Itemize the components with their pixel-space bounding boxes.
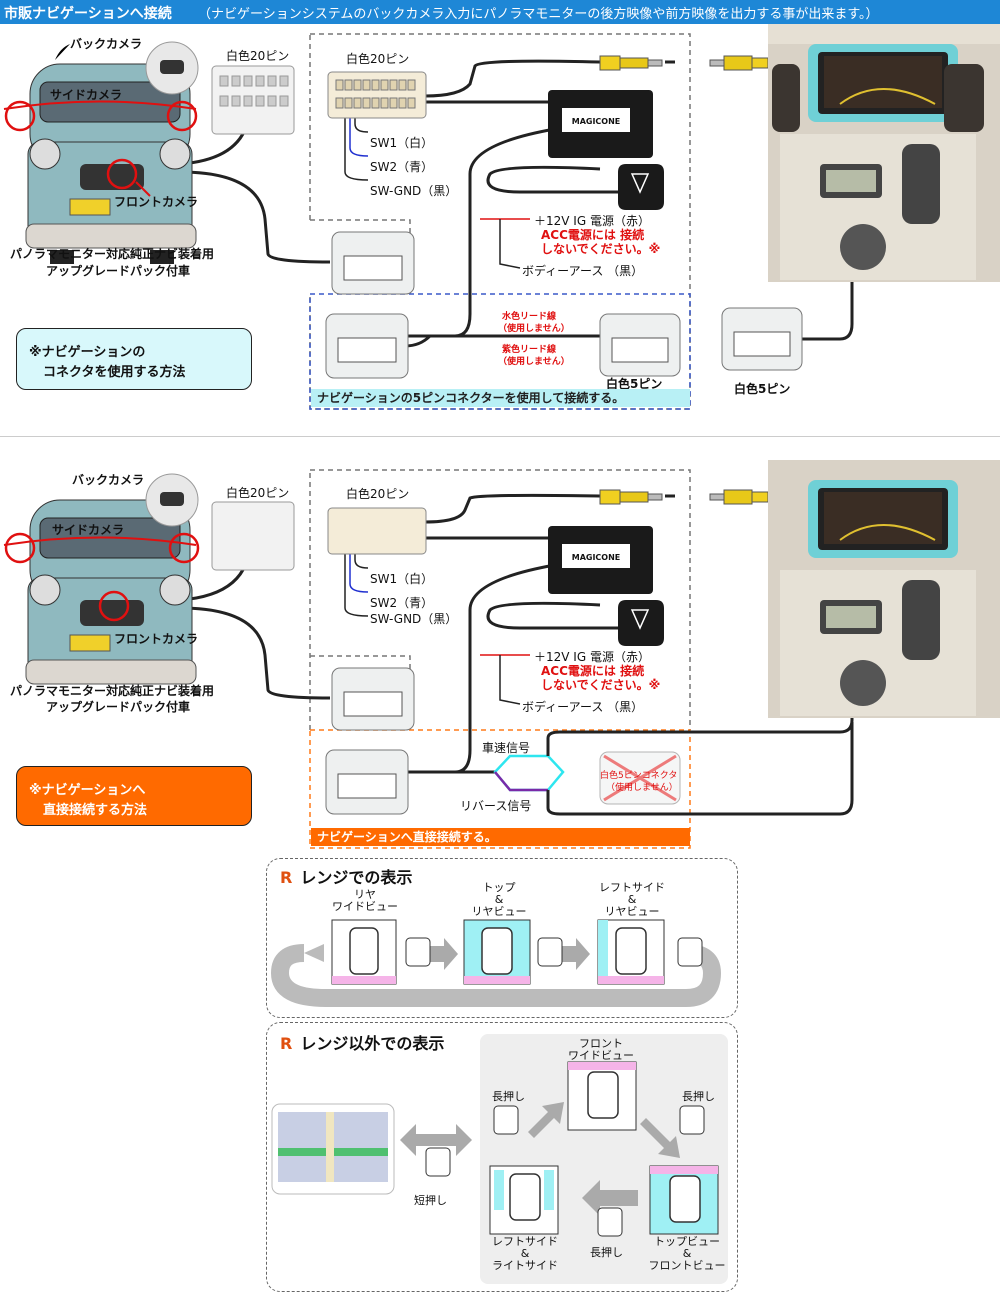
front-wide-caption: フロント ワイドビュー [568, 1037, 634, 1062]
acc-warning2-2: しないでください。※ [541, 678, 661, 692]
r-range-flow-svg [270, 919, 722, 1007]
note1-line1: ※ナビゲーションの [29, 345, 146, 360]
svg-text:MAGICONE: MAGICONE [572, 117, 621, 126]
note-method-2: ※ナビゲーションへ 直接接続する方法 [16, 766, 252, 826]
svg-text:MAGICONE: MAGICONE [572, 553, 621, 562]
header-title: 市販ナビゲーションへ接続 [4, 6, 172, 22]
sw2-label-2: SW2（青） [370, 596, 434, 610]
back-camera-label: バックカメラ [70, 37, 143, 51]
long-press-left: 長押し [492, 1090, 525, 1103]
section1-wiring-svg: MAGICONE [3, 24, 1000, 410]
car-caption-line2: アップグレードパック付車 [46, 264, 191, 278]
lead-purple-1: 紫色リード線 [502, 345, 557, 355]
header-subtitle: （ナビゲーションシステムのバックカメラ入力にパノラマモニターの後方映像や前方映像… [198, 7, 879, 22]
power-label-2: ＋12V IG 電源（赤） [534, 650, 650, 664]
white5-a-label: 白色5ピン [606, 377, 663, 391]
acc-warning2-1: ACC電源には 接続 [541, 664, 645, 678]
body-earth-label-2: ボディーアース （黒） [522, 700, 644, 714]
sw1-label-2: SW1（白） [370, 572, 434, 586]
note1-line2: コネクタを使用する方法 [43, 365, 186, 380]
car-illustration-1 [3, 44, 198, 264]
note2-line2: 直接接続する方法 [43, 803, 148, 818]
section2-wiring-svg: MAGICONE [3, 460, 1000, 849]
non-r-range-flow-svg [271, 1034, 728, 1284]
long-press-right: 長押し [682, 1090, 715, 1103]
swgnd-label: SW-GND（黒） [370, 184, 458, 198]
acc-warning-1: ACC電源には 接続 [541, 228, 645, 242]
body-earth-label: ボディーアース （黒） [522, 264, 644, 278]
acc-warning-2: しないでください。※ [541, 242, 661, 256]
speed-signal-label: 車速信号 [482, 741, 531, 755]
connector-5pin-group [325, 231, 803, 379]
reverse-signal-label: リバース信号 [460, 799, 532, 813]
side-camera-label-2: サイドカメラ [52, 523, 125, 537]
side-camera-label: サイドカメラ [50, 88, 123, 102]
back-camera-label-2: バックカメラ [72, 473, 145, 487]
front-camera-label: フロントカメラ [114, 195, 199, 209]
note-method-1: ※ナビゲーションの コネクタを使用する方法 [16, 328, 252, 390]
car-caption-line1: パノラマモニター対応純正ナビ装着用 [10, 247, 215, 261]
white5-b-label: 白色5ピン [734, 382, 791, 396]
page-header: 市販ナビゲーションへ接続 （ナビゲーションシステムのバックカメラ入力にパノラマモ… [0, 0, 1000, 24]
unused-connector-2: （使用しません） [606, 783, 678, 793]
power-label: ＋12V IG 電源（赤） [534, 214, 650, 228]
r-view1-caption: リヤ ワイドビュー [332, 888, 398, 913]
long-press-bottom: 長押し [590, 1246, 623, 1259]
car-caption2-line1: パノラマモニター対応純正ナビ装着用 [10, 684, 215, 698]
strip-method-2: ナビゲーションへ直接接続する。 [311, 828, 690, 846]
front-camera-label-2: フロントカメラ [114, 632, 199, 646]
lead-blue-1: 水色リード線 [502, 312, 557, 322]
swgnd-label-2: SW-GND（黒） [370, 612, 458, 626]
unused-connector-1: 白色5ピンコネクタ [600, 771, 678, 781]
dashboard-photo-1 [768, 24, 1000, 282]
note2-line1: ※ナビゲーションへ [29, 783, 146, 798]
white20-left-label-2: 白色20ピン [226, 486, 290, 500]
strip-method-1: ナビゲーションの5ピンコネクターを使用して接続する。 [311, 389, 690, 407]
white20-center-label-2: 白色20ピン [346, 487, 410, 501]
left-right-caption: レフトサイド & ライトサイド [492, 1235, 558, 1272]
r-view2-caption: トップ & リヤビュー [471, 881, 527, 918]
lead-blue-2: （使用しません） [498, 324, 570, 334]
short-press-label: 短押し [414, 1194, 447, 1207]
magicone-module: MAGICONE [548, 90, 653, 158]
sw2-label: SW2（青） [370, 160, 434, 174]
lead-purple-2: （使用しません） [498, 357, 570, 367]
car-caption2-line2: アップグレードパック付車 [46, 700, 191, 714]
r-view3-caption: レフトサイド & リヤビュー [599, 881, 665, 918]
sw1-label: SW1（白） [370, 136, 434, 150]
white20-left-label: 白色20ピン [226, 49, 290, 63]
section-divider [0, 436, 1000, 437]
top-front-caption: トップビュー & フロントビュー [648, 1235, 726, 1272]
white20-center-label: 白色20ピン [346, 52, 410, 66]
